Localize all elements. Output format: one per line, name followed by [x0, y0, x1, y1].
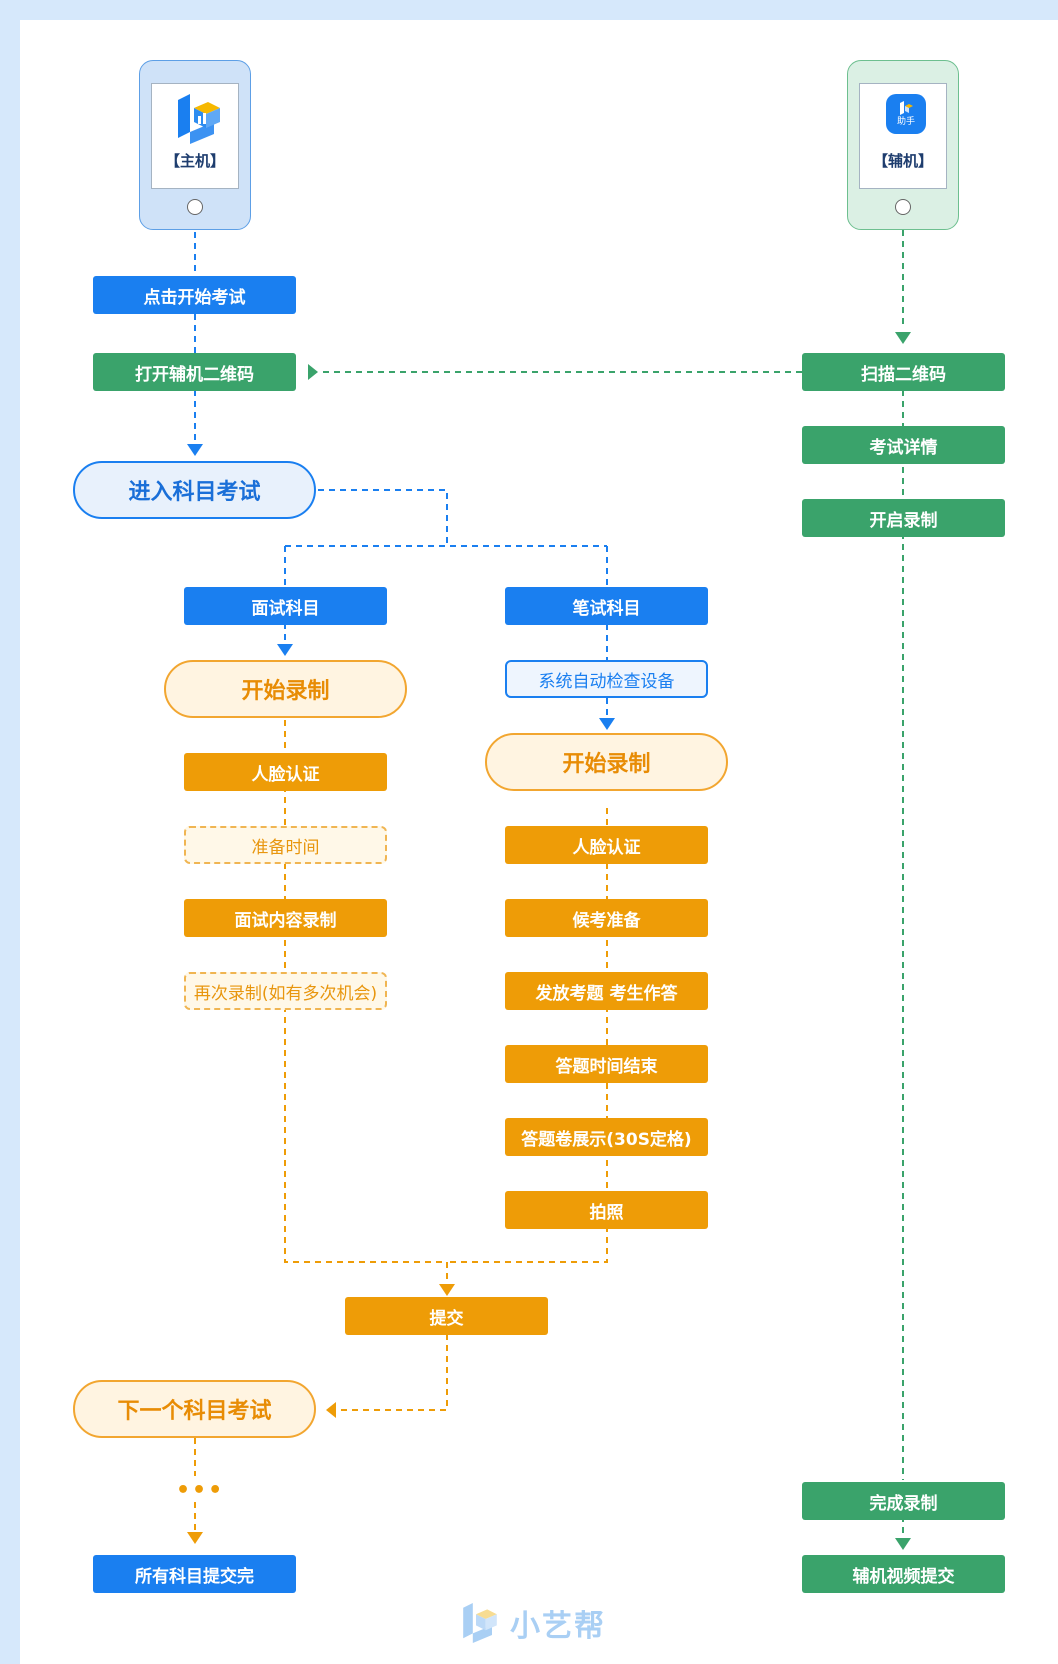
- click-start-exam-node: 点击开始考试: [93, 276, 296, 314]
- interview-step-face-auth: 人脸认证: [184, 753, 387, 791]
- start-recording-node: 开启录制: [802, 499, 1005, 537]
- written-step-face-auth: 人脸认证: [505, 826, 708, 864]
- ellipsis-dots: •••: [176, 1478, 225, 1503]
- host-device-label: 【主机】: [164, 152, 225, 170]
- exam-detail-node: 考试详情: [802, 426, 1005, 464]
- written-step-distribute-questions: 发放考题 考生作答: [505, 972, 708, 1010]
- brand-watermark: 小艺帮: [460, 1598, 620, 1648]
- written-start-recording-node: 开始录制: [485, 733, 728, 791]
- arrowhead-to-submit: [439, 1284, 455, 1296]
- xiaoyibang-watermark-icon: [463, 1603, 497, 1643]
- written-step-time-end: 答题时间结束: [505, 1045, 708, 1083]
- written-subject-node: 笔试科目: [505, 587, 708, 625]
- aux-video-submit-node: 辅机视频提交: [802, 1555, 1005, 1593]
- written-step-waiting-prep: 候考准备: [505, 899, 708, 937]
- arrowhead-to-scan: [895, 332, 911, 344]
- submit-node: 提交: [345, 1297, 548, 1335]
- assistant-logo-icon: [900, 101, 913, 115]
- assistant-icon-text: 助手: [896, 117, 915, 127]
- auto-device-check-node: 系统自动检查设备: [505, 660, 708, 698]
- arrowhead-to-written-rec: [599, 718, 615, 730]
- arrowhead-to-video-submit: [895, 1538, 911, 1550]
- next-subject-node: 下一个科目考试: [73, 1380, 316, 1438]
- interview-start-recording-node: 开始录制: [164, 660, 407, 718]
- scan-qr-node: 扫描二维码: [802, 353, 1005, 391]
- arrowhead-to-qr: [308, 364, 318, 380]
- written-step-photo: 拍照: [505, 1191, 708, 1229]
- home-button-icon: [187, 199, 203, 215]
- interview-step-prep-time: 准备时间: [184, 826, 387, 864]
- host-phone: 【主机】: [139, 60, 251, 230]
- aux-device-label: 【辅机】: [872, 152, 933, 170]
- interview-step-content-recording: 面试内容录制: [184, 899, 387, 937]
- brand-name: 小艺帮: [510, 1609, 606, 1644]
- interview-subject-node: 面试科目: [184, 587, 387, 625]
- enter-exam-node: 进入科目考试: [73, 461, 316, 519]
- arrowhead-to-next: [326, 1402, 336, 1418]
- connector-written-line: [447, 808, 608, 1263]
- arrowhead-to-all-done: [187, 1532, 203, 1544]
- aux-phone: 助手 【辅机】: [847, 60, 959, 230]
- interview-step-re-record: 再次录制(如有多次机会): [184, 972, 387, 1010]
- connector-submit-to-next: [338, 1334, 448, 1411]
- host-phone-screen: 【主机】: [151, 83, 239, 189]
- arrowhead-to-interview-rec: [277, 644, 293, 656]
- xiaoyibang-logo-icon: [178, 94, 220, 144]
- assistant-app-icon: 助手: [886, 94, 926, 134]
- arrowhead-qr-to-enter: [187, 444, 203, 456]
- written-step-answer-display: 答题卷展示(30S定格): [505, 1118, 708, 1156]
- finish-recording-node: 完成录制: [802, 1482, 1005, 1520]
- open-aux-qr-node: 打开辅机二维码: [93, 353, 296, 391]
- all-subjects-submitted-node: 所有科目提交完: [93, 1555, 296, 1593]
- home-button-icon: [895, 199, 911, 215]
- aux-phone-screen: 助手 【辅机】: [859, 83, 947, 189]
